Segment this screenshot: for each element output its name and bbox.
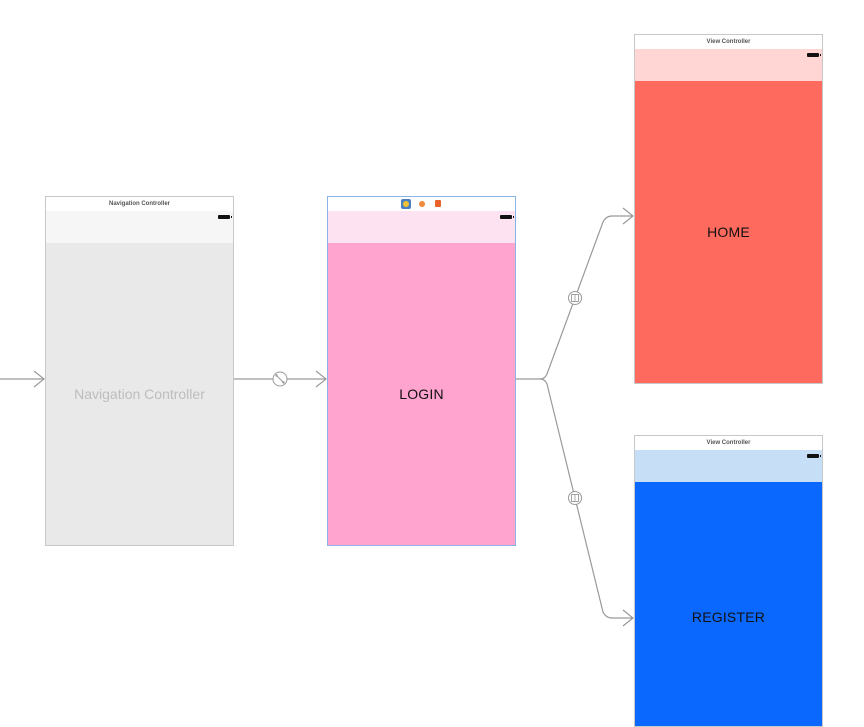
status-bar xyxy=(635,450,822,483)
show-segue-register[interactable] xyxy=(539,378,634,627)
navigation-controller-label: Navigation Controller xyxy=(74,386,205,402)
battery-icon xyxy=(807,53,821,57)
battery-icon xyxy=(500,215,514,219)
home-label[interactable]: HOME xyxy=(707,224,750,240)
entry-point-arrow[interactable] xyxy=(0,370,45,388)
show-segue-register-icon[interactable] xyxy=(568,491,582,505)
scene-content[interactable]: Navigation Controller xyxy=(46,243,233,545)
scene-content[interactable]: LOGIN xyxy=(328,243,515,545)
scene-content[interactable]: HOME xyxy=(635,81,822,383)
navigation-controller-scene[interactable]: Navigation Controller Navigation Control… xyxy=(45,196,234,546)
first-responder-icon[interactable] xyxy=(417,199,427,209)
register-label[interactable]: REGISTER xyxy=(691,609,766,625)
battery-icon xyxy=(807,454,821,458)
exit-icon[interactable] xyxy=(433,199,443,209)
scene-title: View Controller xyxy=(635,436,822,451)
scene-title: Navigation Controller xyxy=(46,197,233,212)
login-scene[interactable]: LOGIN xyxy=(327,196,516,546)
scene-title: View Controller xyxy=(635,35,822,50)
show-segue-home-icon[interactable] xyxy=(568,291,582,305)
view-controller-icon[interactable] xyxy=(400,199,411,209)
scene-content[interactable]: REGISTER xyxy=(635,482,822,726)
status-bar xyxy=(635,49,822,82)
register-scene[interactable]: View Controller REGISTER xyxy=(634,435,823,727)
status-bar xyxy=(46,211,233,244)
battery-icon xyxy=(218,215,232,219)
login-label[interactable]: LOGIN xyxy=(399,386,444,402)
relationship-segue-icon[interactable] xyxy=(272,371,288,387)
status-bar xyxy=(328,211,515,244)
home-scene[interactable]: View Controller HOME xyxy=(634,34,823,384)
scene-dock xyxy=(328,197,515,212)
